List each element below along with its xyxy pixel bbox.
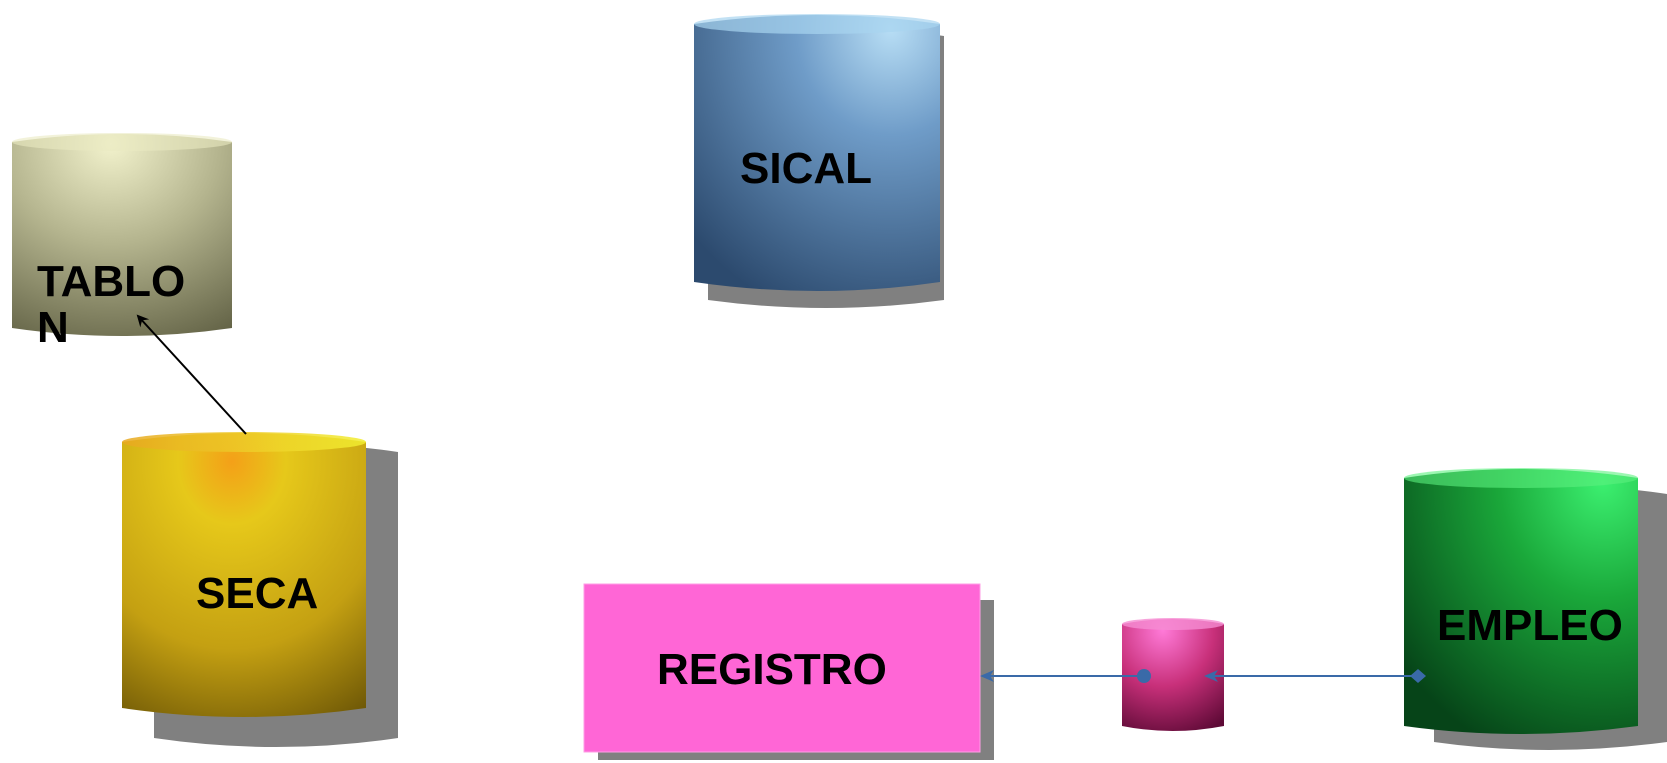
node-label-registro: REGISTRO bbox=[657, 645, 887, 694]
node-label-seca: SECA bbox=[196, 569, 319, 618]
edge-start-diamond bbox=[1410, 669, 1426, 683]
edge-empleo-connector bbox=[1204, 669, 1426, 683]
node-label-sical: SICAL bbox=[740, 144, 872, 193]
node-label-empleo: EMPLEO bbox=[1437, 601, 1623, 650]
cylinder-sical bbox=[694, 14, 944, 308]
cylinder-seca bbox=[122, 432, 398, 747]
rect-registro bbox=[583, 583, 994, 760]
cylinder-tablon bbox=[12, 133, 232, 336]
cylinder-empleo bbox=[1404, 468, 1667, 750]
node-label-tablon: TABLO N bbox=[37, 257, 186, 352]
edge-connector-registro bbox=[980, 669, 1151, 683]
cylinder-connector bbox=[1122, 618, 1224, 731]
edge-start-dot bbox=[1137, 669, 1151, 683]
edge-seca-tablon bbox=[136, 314, 247, 435]
